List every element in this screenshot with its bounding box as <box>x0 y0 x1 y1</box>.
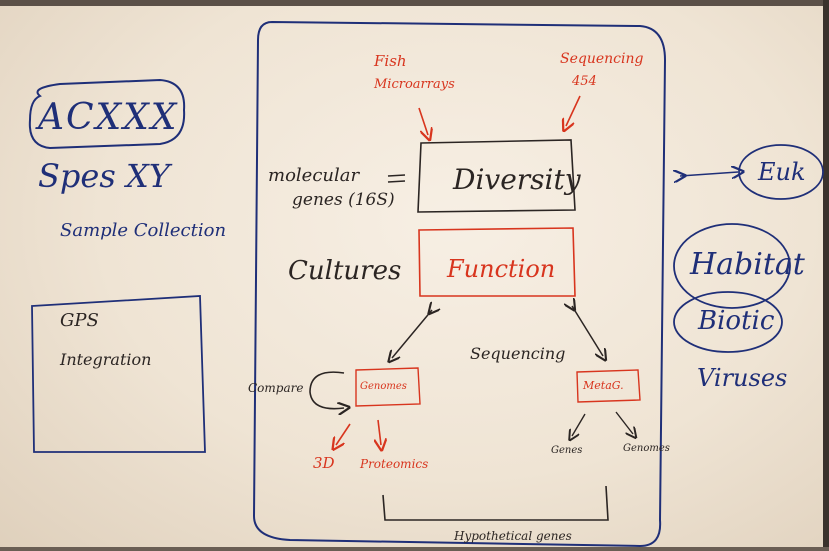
454-label: 454 <box>572 74 597 89</box>
board-frame-bottom <box>0 547 829 551</box>
euk-oval <box>738 144 824 200</box>
metag-genomes-arrow <box>615 411 633 434</box>
acxxx-label: ACXXX <box>38 97 179 138</box>
molecular-label: molecular <box>268 165 360 186</box>
hypothetical-genes-label: Hypothetical genes <box>454 529 572 543</box>
board-frame-top <box>0 0 829 6</box>
genomes-proteomics-arrow <box>378 419 381 445</box>
fish-label: Fish <box>374 52 407 70</box>
metag-genes-arrow <box>572 413 586 436</box>
biotic-label: Biotic <box>698 306 775 336</box>
habitat-label: Habitat <box>690 247 805 282</box>
genomes-box <box>355 367 421 407</box>
compare-label: Compare <box>248 381 304 395</box>
equals-line-1 <box>387 174 406 177</box>
diversity-box <box>417 139 576 213</box>
function-genomes-arrow <box>392 310 432 358</box>
genomes-label: Genomes <box>360 381 407 392</box>
metag-box <box>576 369 641 403</box>
integration-label: Integration <box>60 350 152 369</box>
hypothetical-bracket <box>382 485 609 521</box>
sample-collection-label: Sample Collection <box>60 220 227 241</box>
center-main-box <box>252 20 667 548</box>
genomes-3d-arrow <box>336 423 351 445</box>
metag-label: MetaG. <box>583 379 624 392</box>
acxxx-oval <box>28 78 186 150</box>
function-label: Function <box>447 255 556 283</box>
board-frame-right <box>823 0 829 551</box>
function-metag-arrow <box>572 306 603 356</box>
microarrays-label: Microarrays <box>374 77 455 92</box>
compare-loop-arrow <box>309 371 344 409</box>
biotic-oval <box>673 291 783 353</box>
habitat-oval <box>673 223 791 309</box>
genes-label: Genes <box>551 445 583 456</box>
diversity-label: Diversity <box>453 163 581 196</box>
gps-box <box>31 295 206 453</box>
cultures-label: Cultures <box>288 256 402 286</box>
sequencing-label: Sequencing <box>470 344 566 363</box>
diversity-euk-arrow <box>680 172 738 176</box>
proteomics-label: Proteomics <box>360 457 429 471</box>
viruses-label: Viruses <box>697 364 788 392</box>
gps-label: GPS <box>60 310 99 331</box>
fish-arrow <box>418 107 428 135</box>
3d-label: 3D <box>313 454 335 472</box>
genomes-small-label: Genomes <box>623 443 670 454</box>
spec-xy-label: Spes XY <box>38 157 170 195</box>
sequencing454-arrow <box>566 95 581 126</box>
genes-16s-label: genes (16S) <box>292 190 395 210</box>
function-box <box>418 227 576 297</box>
equals-line-2 <box>387 180 406 183</box>
euk-label: Euk <box>758 158 806 186</box>
sequencing-454-label: Sequencing <box>560 51 644 67</box>
